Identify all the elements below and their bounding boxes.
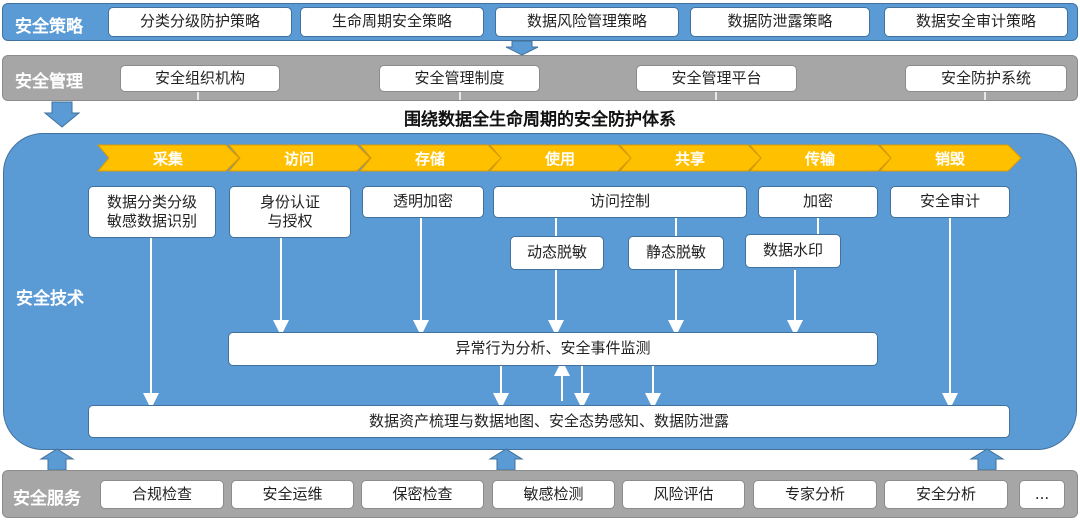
strategy-item-3: 数据风险管理策略 <box>495 7 679 37</box>
tech-box-audit: 安全审计 <box>890 186 1010 218</box>
strategy-item-1: 分类分级防护策略 <box>108 7 292 37</box>
technology-band <box>3 133 1077 450</box>
strategy-label: 安全策略 <box>15 17 83 37</box>
management-item-1: 安全组织机构 <box>120 65 280 92</box>
service-item-more: ... <box>1019 480 1065 509</box>
technology-title: 围绕数据全生命周期的安全防护体系 <box>404 110 676 130</box>
stage-label-5: 共享 <box>674 149 705 168</box>
service-item-6: 专家分析 <box>753 480 877 509</box>
strategy-item-2: 生命周期安全策略 <box>300 7 484 37</box>
service-item-3: 保密检查 <box>361 480 484 509</box>
stage-label-3: 存储 <box>414 149 445 168</box>
tech-box-classification: 数据分类分级 敏感数据识别 <box>88 186 216 238</box>
tech-box-transparent-encryption: 透明加密 <box>362 186 484 218</box>
tech-box-watermark: 数据水印 <box>745 234 841 268</box>
management-item-2: 安全管理制度 <box>379 65 540 92</box>
service-item-1: 合规检查 <box>100 480 224 509</box>
technology-label: 安全技术 <box>16 289 84 309</box>
stage-label-2: 访问 <box>283 149 314 168</box>
stage-label-6: 传输 <box>804 149 835 168</box>
stage-label-7: 销毁 <box>934 149 965 168</box>
tech-box-foundation: 数据资产梳理与数据地图、安全态势感知、数据防泄露 <box>88 405 1010 438</box>
service-item-7: 安全分析 <box>884 480 1008 509</box>
management-label: 安全管理 <box>15 72 83 92</box>
stage-label-4: 使用 <box>544 149 575 168</box>
tech-box-authentication: 身份认证 与授权 <box>229 186 351 238</box>
service-item-4: 敏感检测 <box>492 480 615 509</box>
tech-box-dynamic-masking: 动态脱敏 <box>510 236 604 270</box>
service-item-2: 安全运维 <box>231 480 354 509</box>
services-label: 安全服务 <box>13 489 81 509</box>
tech-box-monitoring: 异常行为分析、安全事件监测 <box>228 332 878 366</box>
tech-box-static-masking: 静态脱敏 <box>628 236 724 270</box>
strategy-item-4: 数据防泄露策略 <box>690 7 870 37</box>
strategy-item-5: 数据安全审计策略 <box>884 7 1068 37</box>
service-item-5: 风险评估 <box>622 480 745 509</box>
management-item-3: 安全管理平台 <box>636 65 797 92</box>
tech-box-access-control: 访问控制 <box>493 186 747 218</box>
tech-box-encryption: 加密 <box>758 186 878 218</box>
management-item-4: 安全防护系统 <box>905 65 1067 92</box>
stage-label-1: 采集 <box>152 149 183 168</box>
